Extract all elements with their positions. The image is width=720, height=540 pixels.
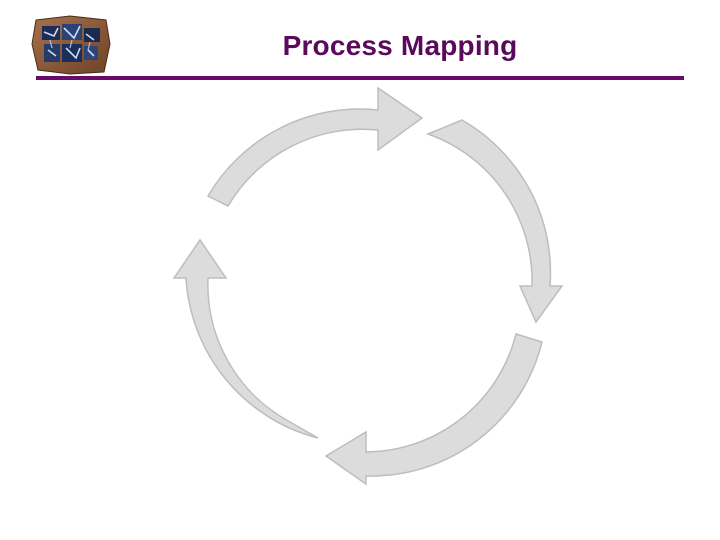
cycle-arrow-left: [172, 238, 319, 439]
cycle-arrow-top: [206, 86, 424, 207]
cycle-arrow-right: [425, 119, 564, 324]
title-divider: [36, 76, 684, 80]
logo-mosaic-icon: [31, 15, 111, 75]
page-title: Process Mapping: [282, 30, 518, 61]
cycle-arrow-bottom: [324, 333, 543, 486]
